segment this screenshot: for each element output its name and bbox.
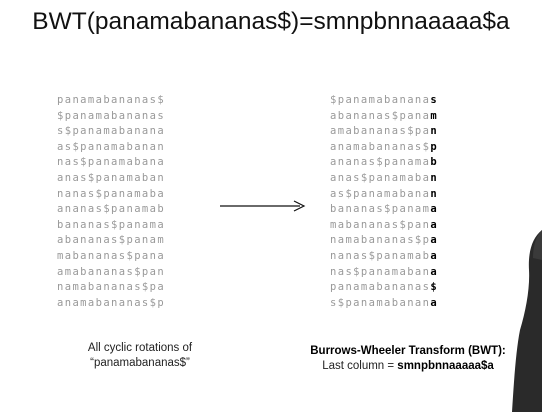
- bwt-result: smnpbnnaaaaa$a: [397, 360, 494, 372]
- rotation-prefix: namabananas$p: [330, 234, 431, 247]
- right-caption: Burrows-Wheeler Transform (BWT): Last co…: [288, 344, 528, 374]
- left-caption: All cyclic rotations of “panamabananas$”: [20, 341, 260, 371]
- sorted-rotation-row: $panamabananas: [330, 93, 438, 109]
- rotation-row: $panamabananas: [57, 109, 166, 122]
- sorted-rotation-row: mabananas$pana: [330, 218, 438, 234]
- sorted-rotation-row: nas$panamabana: [330, 265, 438, 281]
- right-caption-line1: Burrows-Wheeler Transform (BWT):: [310, 345, 506, 357]
- cyclic-rotations-list: panamabananas$ $panamabananas s$panamabana…: [57, 93, 165, 311]
- rotation-row: ananas$panamab: [57, 203, 166, 216]
- rotation-row: s$panamabanana: [57, 125, 166, 138]
- rotation-prefix: $panamabanana: [330, 94, 431, 106]
- rotation-row: mabananas$pana: [57, 249, 166, 262]
- last-column-char: a: [430, 265, 439, 278]
- rotation-row: panamabananas$: [57, 94, 166, 106]
- rotation-row: abananas$panam: [57, 234, 166, 247]
- last-column-char: a: [430, 203, 439, 216]
- sorted-rotation-row: amabananas$pan: [330, 124, 438, 140]
- last-column-char: $: [430, 281, 439, 294]
- rotation-prefix: abananas$pana: [330, 109, 431, 122]
- sorted-rotation-row: namabananas$pa: [330, 233, 438, 249]
- sorted-rotation-row: nanas$panamaba: [330, 249, 438, 265]
- right-arrow-icon: [220, 200, 306, 212]
- sorted-rotation-row: bananas$panama: [330, 202, 438, 218]
- right-caption-prefix: Last column =: [322, 360, 398, 372]
- rotation-prefix: nas$panamaban: [330, 265, 431, 278]
- rotation-row: as$panamabanan: [57, 140, 166, 153]
- last-column-char: n: [430, 187, 439, 200]
- last-column-char: n: [430, 125, 439, 138]
- rotation-row: nas$panamabana: [57, 156, 166, 169]
- rotation-prefix: ananas$panama: [330, 156, 431, 169]
- sorted-rotation-row: panamabananas$: [330, 280, 438, 296]
- rotation-row: anas$panamaban: [57, 171, 166, 184]
- sorted-rotation-row: ananas$panamab: [330, 155, 438, 171]
- rotation-row: nanas$panamaba: [57, 187, 166, 200]
- last-column-char: m: [430, 109, 439, 122]
- last-column-char: a: [430, 296, 439, 309]
- page-title: BWT(panamabananas$)=smnpbnnaaaaa$a: [32, 8, 510, 35]
- rotation-row: amabananas$pan: [57, 265, 166, 278]
- last-column-char: n: [430, 171, 439, 184]
- sorted-rotation-row: anamabananas$p: [330, 140, 438, 156]
- presenter-silhouette: [512, 230, 542, 412]
- rotation-prefix: anas$panamaba: [330, 171, 431, 184]
- left-caption-line1: All cyclic rotations of: [87, 342, 193, 354]
- rotation-prefix: bananas$panam: [330, 203, 431, 216]
- sorted-rotation-row: abananas$panam: [330, 109, 438, 125]
- rotation-prefix: nanas$panamab: [330, 249, 431, 262]
- rotation-prefix: s$panamabanan: [330, 296, 431, 309]
- last-column-char: p: [430, 140, 439, 153]
- rotation-prefix: mabananas$pan: [330, 218, 431, 231]
- sorted-rotation-row: as$panamabanan: [330, 187, 438, 203]
- last-column-char: s: [430, 94, 439, 106]
- last-column-char: a: [430, 234, 439, 247]
- rotation-prefix: as$panamabana: [330, 187, 431, 200]
- sorted-rotation-row: anas$panamaban: [330, 171, 438, 187]
- sorted-rotation-row: s$panamabanana: [330, 296, 438, 312]
- left-caption-line2: “panamabananas$”: [90, 357, 190, 369]
- rotation-prefix: anamabananas$: [330, 140, 431, 153]
- rotation-row: namabananas$pa: [57, 281, 166, 294]
- rotation-prefix: amabananas$pa: [330, 125, 431, 138]
- rotation-prefix: panamabananas: [330, 281, 431, 294]
- last-column-char: b: [430, 156, 439, 169]
- last-column-char: a: [430, 249, 439, 262]
- last-column-char: a: [430, 218, 439, 231]
- rotation-row: bananas$panama: [57, 218, 166, 231]
- rotation-row: anamabananas$p: [57, 296, 166, 309]
